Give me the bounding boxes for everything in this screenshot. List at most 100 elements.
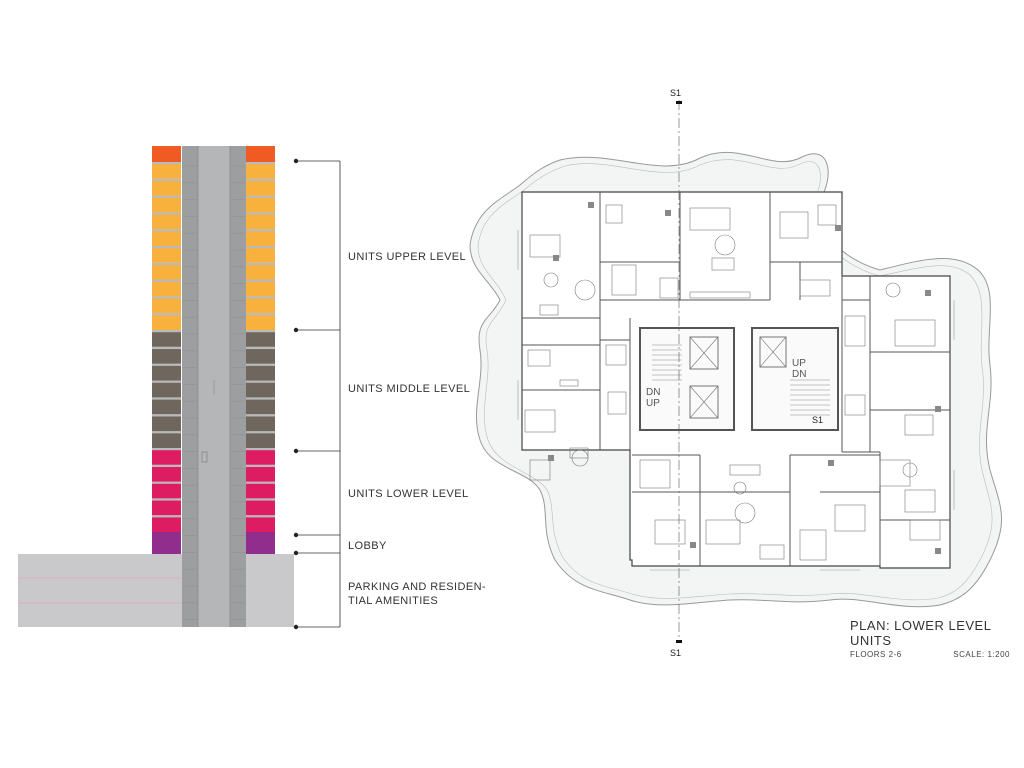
label-units-upper: UNITS UPPER LEVEL: [348, 251, 467, 263]
furniture-item: [779, 211, 809, 239]
upper-floor: [246, 313, 275, 330]
stair-label-right: UP DN: [792, 358, 807, 380]
furniture-item: [539, 304, 559, 316]
floor-slab: [246, 212, 275, 215]
furniture-item: [639, 459, 671, 489]
floor-slab: [246, 397, 275, 400]
furniture-item: [909, 519, 941, 541]
middle-floor: [246, 363, 275, 381]
core-shaft-left: [182, 146, 198, 627]
floor-slab: [152, 431, 181, 434]
floor-slab: [152, 397, 181, 400]
elevator-cross: [689, 336, 787, 419]
top-cap-floor: [246, 146, 275, 162]
middle-floor: [246, 397, 275, 415]
label-parking-line1: PARKING AND RESIDEN-: [348, 581, 486, 593]
section-floors: [152, 146, 275, 554]
floor-slab: [246, 162, 275, 165]
floor-slab: [246, 195, 275, 198]
furniture-item: [605, 204, 623, 224]
lower-floor: [152, 515, 181, 532]
upper-floor: [152, 279, 181, 297]
furniture-item: [559, 379, 579, 387]
floor-slab: [152, 414, 181, 417]
top-cap-floor: [152, 146, 181, 162]
floor-slab: [246, 481, 275, 484]
lower-floor: [246, 464, 275, 482]
upper-floor: [246, 162, 275, 179]
upper-floor: [152, 229, 181, 246]
furniture-item: [844, 394, 866, 416]
upper-floor: [246, 229, 275, 246]
lower-floor: [152, 481, 181, 499]
core-shaft-right: [230, 146, 246, 627]
floor-slab: [152, 279, 181, 282]
floor-slab: [152, 481, 181, 484]
furniture-item: [529, 459, 551, 481]
furniture-item: [705, 519, 741, 545]
leader-dot: [293, 327, 299, 333]
floor-slab: [152, 346, 181, 350]
window-marks: [517, 230, 955, 571]
lower-floor: [152, 448, 181, 465]
lower-floor: [152, 498, 181, 516]
lower-floor: [246, 515, 275, 532]
middle-floor: [152, 397, 181, 415]
floor-slab: [246, 363, 275, 366]
floor-slab: [246, 346, 275, 350]
leader-dot: [293, 448, 299, 454]
floor-slab: [152, 212, 181, 215]
floor-slab: [246, 296, 275, 299]
furniture-item: [569, 447, 589, 459]
label-parking-line2: TIAL AMENITIES: [348, 595, 439, 607]
middle-floor: [246, 380, 275, 398]
upper-floor: [152, 162, 181, 179]
floor-slab: [246, 431, 275, 434]
upper-floor: [152, 195, 181, 213]
floor-slab: [152, 380, 181, 383]
leader-dot: [293, 158, 299, 164]
lobby-floor: [246, 532, 275, 554]
floor-slab: [152, 178, 181, 181]
furniture-item: [817, 204, 837, 226]
furniture-item: [527, 349, 551, 367]
column-mark: [548, 455, 554, 461]
lower-floor: [246, 498, 275, 516]
core-right: [751, 327, 839, 431]
leader-lines: [293, 158, 341, 630]
leader-dot: [293, 624, 299, 630]
leader-dot: [293, 550, 299, 556]
stair-label-left: DN UP: [646, 387, 661, 409]
plan-scale: SCALE: 1:200: [953, 650, 1010, 659]
floor-slab: [246, 262, 275, 265]
floor-slab: [152, 313, 181, 316]
elevator: [759, 336, 787, 368]
furniture-item: [689, 291, 751, 299]
furniture-table: [574, 279, 596, 301]
furniture-item: [689, 207, 731, 231]
floor-slab: [246, 448, 275, 451]
column-mark: [835, 225, 841, 231]
middle-floor: [152, 431, 181, 448]
core-door: [201, 451, 208, 463]
core-left: [639, 327, 735, 431]
middle-floor: [152, 380, 181, 398]
floor-slab: [246, 246, 275, 249]
furniture-item: [799, 279, 831, 297]
floor-slab: [246, 178, 275, 181]
lower-floor: [246, 481, 275, 499]
label-lobby: LOBBY: [348, 540, 387, 552]
furniture-table: [734, 502, 756, 524]
middle-floor: [152, 414, 181, 432]
upper-floor: [246, 178, 275, 196]
furniture-item: [654, 519, 686, 545]
floor-slab: [246, 380, 275, 383]
middle-floor: [152, 330, 181, 347]
furniture-table: [902, 462, 918, 478]
furniture-item: [834, 504, 866, 532]
furniture-item: [607, 391, 627, 415]
middle-floor: [152, 346, 181, 364]
furniture-item: [799, 529, 827, 561]
plan-title-block: PLAN: LOWER LEVEL UNITS FLOORS 2-6 SCALE…: [850, 618, 1010, 659]
